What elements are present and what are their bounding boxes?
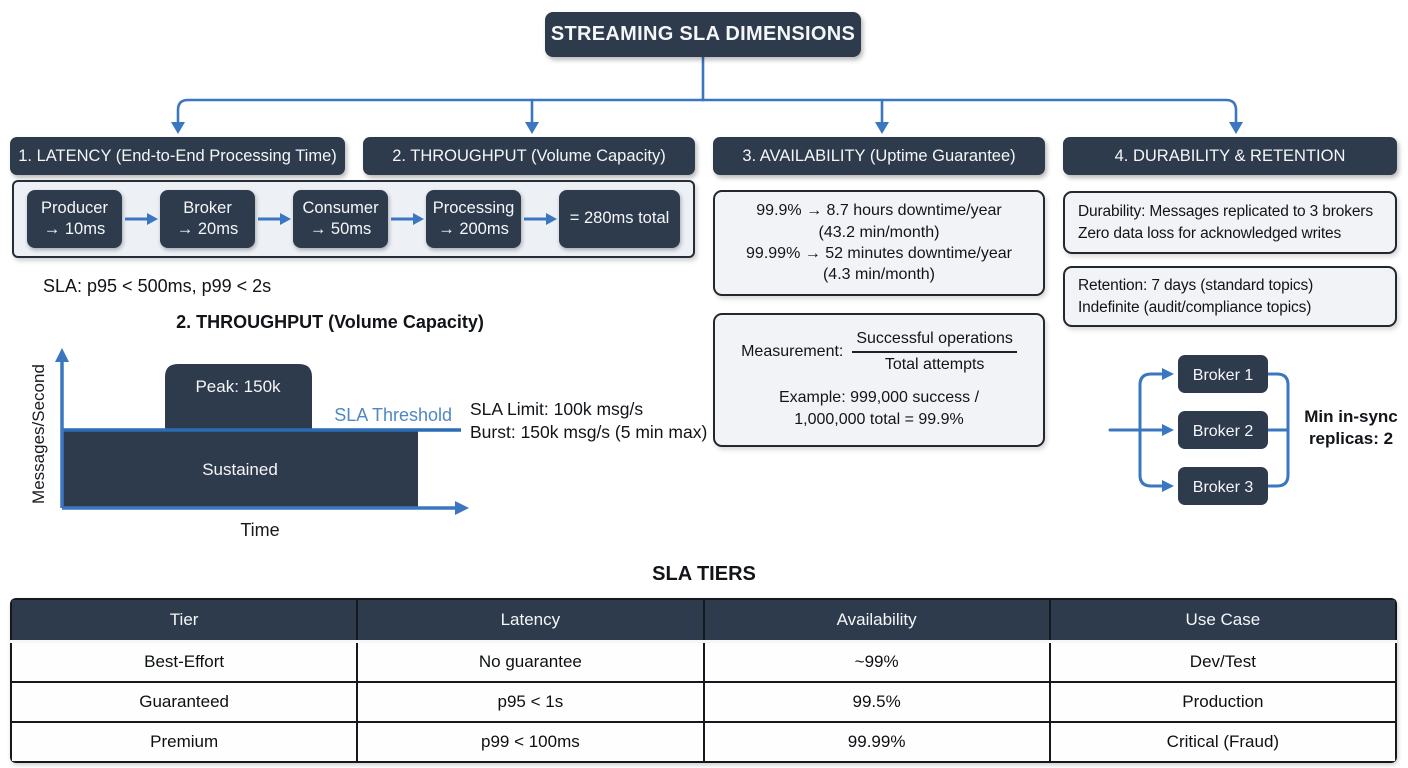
table-row: Guaranteed p95 < 1s 99.5% Production	[10, 681, 1397, 723]
flow-step-consumer: Consumer → 50ms	[293, 190, 389, 248]
flow-step-value: → 10ms	[43, 220, 106, 238]
throughput-chart-title: 2. THROUGHPUT (Volume Capacity)	[176, 312, 484, 332]
cell-tier: Premium	[10, 721, 359, 763]
column-header-tier: Tier	[10, 598, 359, 643]
broker3-box	[1178, 467, 1268, 505]
flow-step-value: → 20ms	[176, 220, 239, 238]
column-header-latency: Latency	[356, 598, 705, 643]
flow-step-processing: Processing → 200ms	[426, 190, 522, 248]
sla-tiers-title: SLA TIERS	[652, 563, 756, 585]
broker3-arrow-icon	[1162, 480, 1174, 492]
x-axis-label: Time	[240, 520, 279, 540]
flow-arrow-icon	[391, 213, 425, 225]
branch-header-latency: 1. LATENCY (End-to-End Processing Time)	[10, 137, 345, 175]
cell-latency: p95 < 1s	[356, 681, 705, 723]
retention-line: Indefinite (audit/compliance topics)	[1078, 298, 1312, 316]
broker1-arrow-icon	[1162, 368, 1174, 380]
column-header-availability: Availability	[702, 598, 1051, 643]
broker-replication-diagram: Broker 1 Broker 2 Broker 3	[1108, 355, 1290, 505]
measurement-formula: Measurement: Successful operations Total…	[741, 329, 1017, 375]
broker1-box	[1178, 355, 1268, 393]
flow-total-box: = 280ms total	[559, 190, 680, 248]
fraction-numerator: Successful operations	[852, 329, 1017, 354]
cell-availability: ~99%	[702, 640, 1051, 683]
measurement-label: Measurement:	[741, 343, 844, 361]
flow-step-label: Processing	[432, 198, 515, 217]
table-header-row: Tier Latency Availability Use Case	[10, 598, 1397, 643]
measurement-example: Example: 999,000 success / 1,000,000 tot…	[778, 389, 980, 428]
broker2-label: Broker 2	[1193, 423, 1254, 440]
page-title: STREAMING SLA DIMENSIONS	[545, 12, 861, 57]
measurement-fraction: Successful operations Total attempts	[852, 329, 1017, 375]
sla-tiers-table: Tier Latency Availability Use Case Best-…	[10, 598, 1397, 763]
uptime-line: 99.9% → 8.7 hours downtime/year	[756, 202, 1002, 220]
flow-step-label: Broker	[183, 198, 232, 217]
y-axis-label: Messages/Second	[29, 364, 48, 504]
availability-measurement-box: Measurement: Successful operations Total…	[713, 313, 1045, 447]
peak-label: Peak: 150k	[195, 377, 281, 396]
durability-box: Durability: Messages replicated to 3 bro…	[1063, 191, 1397, 254]
latency-sla-note: SLA: p95 < 500ms, p99 < 2s	[43, 276, 272, 296]
cell-use-case: Dev/Test	[1048, 640, 1397, 683]
column-header-use-case: Use Case	[1048, 598, 1397, 643]
throughput-annotations: SLA Limit: 100k msg/s Burst: 150k msg/s …	[470, 398, 707, 444]
retention-box: Retention: 7 days (standard topics) Inde…	[1063, 266, 1397, 327]
sla-threshold-label: SLA Threshold	[334, 405, 452, 425]
flow-step-value: → 200ms	[438, 220, 509, 238]
sustained-area	[62, 430, 418, 507]
branch-header-durability: 4. DURABILITY & RETENTION	[1063, 137, 1397, 175]
branch-connector-lines	[171, 55, 1243, 134]
fraction-denominator: Total attempts	[884, 356, 985, 374]
table-row: Premium p99 < 100ms 99.99% Critical (Fra…	[10, 721, 1397, 763]
durability-line: Zero data loss for acknowledged writes	[1078, 224, 1342, 242]
retention-line: Retention: 7 days (standard topics)	[1078, 276, 1314, 294]
flow-step-value: → 50ms	[309, 220, 372, 238]
cell-use-case: Critical (Fraud)	[1048, 721, 1397, 763]
cell-latency: p99 < 100ms	[356, 721, 705, 763]
flow-step-producer: Producer → 10ms	[27, 190, 123, 248]
broker1-label: Broker 1	[1193, 367, 1254, 384]
sla-limit-note: SLA Limit: 100k msg/s	[470, 399, 644, 419]
cell-tier: Guaranteed	[10, 681, 359, 723]
burst-note: Burst: 150k msg/s (5 min max)	[470, 422, 708, 442]
peak-area	[165, 364, 312, 430]
flow-arrow-icon	[258, 213, 292, 225]
availability-uptime-box: 99.9% → 8.7 hours downtime/year (43.2 mi…	[713, 190, 1045, 296]
durability-line: Durability: Messages replicated to 3 bro…	[1078, 202, 1373, 220]
cell-use-case: Production	[1048, 681, 1397, 723]
broker2-arrow-icon	[1162, 424, 1174, 436]
throughput-chart: Peak: 150k Sustained SLA Threshold Messa…	[29, 348, 469, 540]
x-axis-arrow-icon	[455, 501, 469, 515]
y-axis-arrow-icon	[55, 348, 69, 362]
flow-arrow-icon	[125, 213, 159, 225]
sustained-label: Sustained	[202, 460, 278, 479]
broker3-label: Broker 3	[1193, 479, 1254, 496]
flow-total-value: = 280ms total	[569, 209, 670, 228]
table-row: Best-Effort No guarantee ~99% Dev/Test	[10, 640, 1397, 683]
uptime-line: (43.2 min/month)	[818, 223, 940, 241]
uptime-line: (4.3 min/month)	[822, 266, 936, 284]
cell-tier: Best-Effort	[10, 640, 359, 683]
broker2-box	[1178, 411, 1268, 449]
flow-step-label: Producer	[41, 198, 108, 217]
cell-availability: 99.99%	[702, 721, 1051, 763]
uptime-line: 99.99% → 52 minutes downtime/year	[746, 245, 1012, 262]
cell-latency: No guarantee	[356, 640, 705, 683]
latency-flow-panel: Producer → 10ms Broker → 20ms Consumer →…	[12, 180, 695, 258]
branch-header-throughput: 2. THROUGHPUT (Volume Capacity)	[363, 137, 695, 175]
cell-availability: 99.5%	[702, 681, 1051, 723]
flow-step-broker: Broker → 20ms	[160, 190, 256, 248]
flow-arrow-icon	[524, 213, 558, 225]
flow-step-label: Consumer	[302, 198, 379, 217]
branch-header-availability: 3. AVAILABILITY (Uptime Guarantee)	[713, 137, 1045, 175]
min-insync-replicas-note: Min in-sync replicas: 2	[1304, 407, 1398, 449]
